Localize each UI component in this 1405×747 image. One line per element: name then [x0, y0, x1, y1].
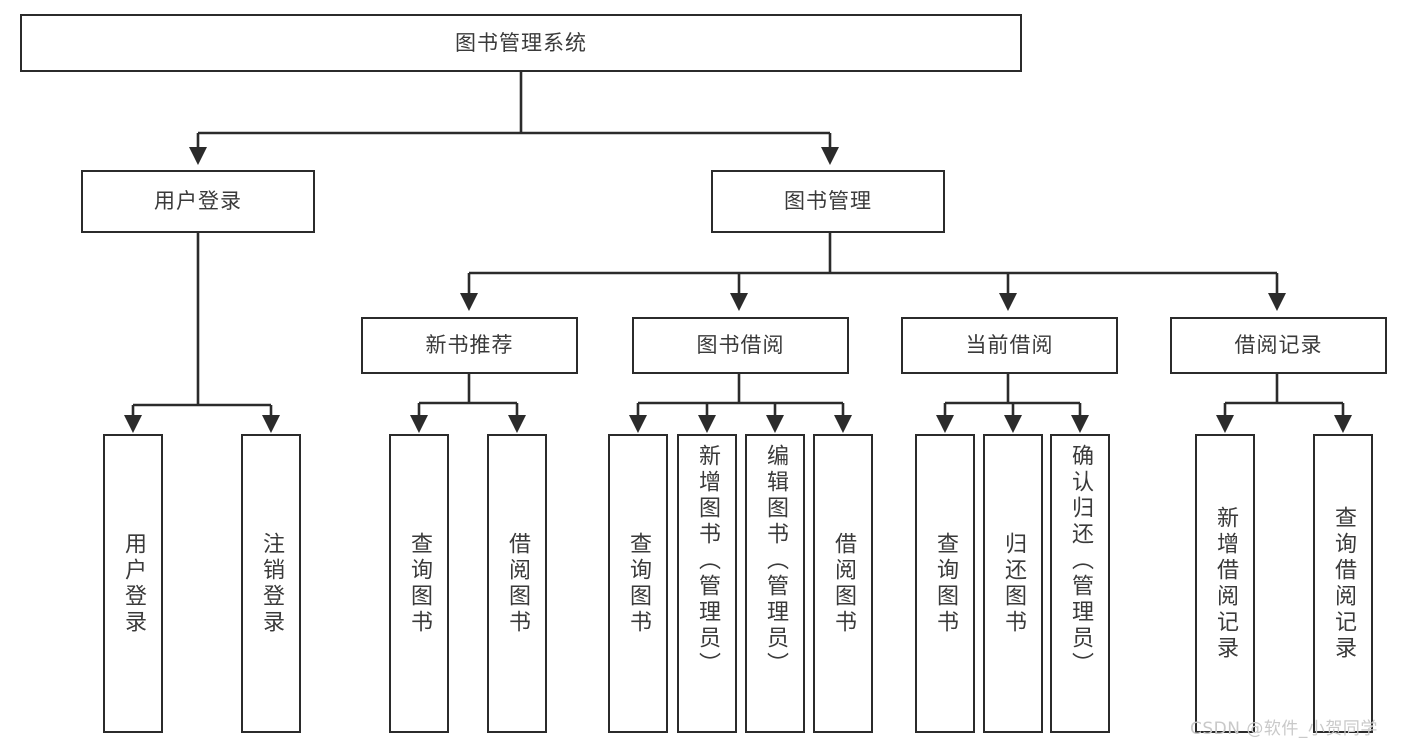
node-root-label: 图书管理系统 [455, 30, 587, 55]
leaf-query-book-1-label: 查询图书 [407, 531, 432, 636]
leaf-logout-login-label: 注销登录 [259, 531, 284, 636]
node-user-login-label: 用户登录 [154, 189, 242, 214]
node-current-borrow-label: 当前借阅 [965, 333, 1054, 358]
node-book-manage[interactable]: 图书管理 [711, 170, 945, 233]
node-borrow-record-label: 借阅记录 [1234, 333, 1323, 358]
node-borrow-record[interactable]: 借阅记录 [1170, 317, 1387, 374]
node-new-book-recommend[interactable]: 新书推荐 [361, 317, 578, 374]
leaf-user-login-label: 用户登录 [121, 531, 146, 636]
leaf-query-book-3[interactable]: 查询图书 [915, 434, 975, 733]
leaf-borrow-book-2[interactable]: 借阅图书 [813, 434, 873, 733]
leaf-query-book-2-label: 查询图书 [626, 531, 651, 636]
leaf-edit-book-label: 编辑图书（管理员） [763, 444, 788, 678]
leaf-query-book-3-label: 查询图书 [933, 531, 958, 636]
leaf-borrow-book-1[interactable]: 借阅图书 [487, 434, 547, 733]
leaf-add-book-label: 新增图书（管理员） [695, 444, 720, 678]
leaf-query-record-label: 查询借阅记录 [1331, 505, 1356, 662]
leaf-borrow-book-1-label: 借阅图书 [505, 531, 530, 636]
leaf-add-book[interactable]: 新增图书（管理员） [677, 434, 737, 733]
node-user-login[interactable]: 用户登录 [81, 170, 315, 233]
node-new-book-recommend-label: 新书推荐 [425, 333, 514, 358]
watermark-text: CSDN @软件_小贺同学 [1190, 719, 1378, 739]
leaf-add-record-label: 新增借阅记录 [1213, 505, 1238, 662]
node-current-borrow[interactable]: 当前借阅 [901, 317, 1118, 374]
leaf-query-book-1[interactable]: 查询图书 [389, 434, 449, 733]
leaf-logout-login[interactable]: 注销登录 [241, 434, 301, 733]
leaf-user-login[interactable]: 用户登录 [103, 434, 163, 733]
leaf-edit-book[interactable]: 编辑图书（管理员） [745, 434, 805, 733]
leaf-query-record[interactable]: 查询借阅记录 [1313, 434, 1373, 733]
leaf-confirm-return-label: 确认归还（管理员） [1068, 444, 1093, 678]
leaf-return-book[interactable]: 归还图书 [983, 434, 1043, 733]
node-book-borrow[interactable]: 图书借阅 [632, 317, 849, 374]
leaf-return-book-label: 归还图书 [1001, 531, 1026, 636]
leaf-add-record[interactable]: 新增借阅记录 [1195, 434, 1255, 733]
node-root[interactable]: 图书管理系统 [20, 14, 1022, 72]
node-book-borrow-label: 图书借阅 [696, 333, 785, 358]
node-book-manage-label: 图书管理 [784, 189, 872, 214]
leaf-confirm-return[interactable]: 确认归还（管理员） [1050, 434, 1110, 733]
leaf-query-book-2[interactable]: 查询图书 [608, 434, 668, 733]
leaf-borrow-book-2-label: 借阅图书 [831, 531, 856, 636]
